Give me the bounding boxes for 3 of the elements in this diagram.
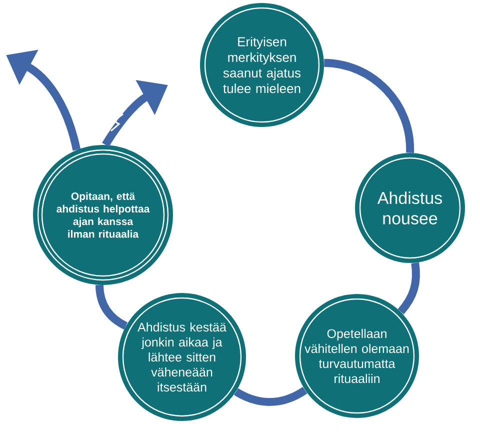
cycle-arc	[324, 58, 414, 153]
cycle-arc	[234, 386, 308, 406]
cycle-arc	[398, 262, 420, 314]
